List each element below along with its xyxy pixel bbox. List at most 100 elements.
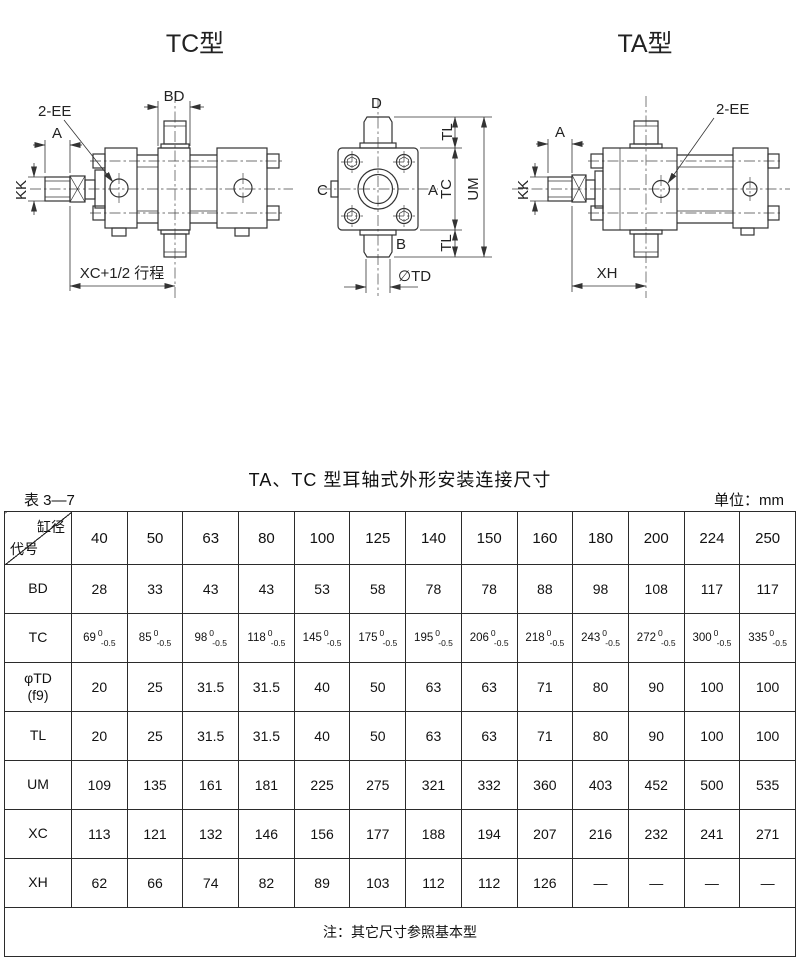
table-cell: 121 bbox=[126, 809, 184, 859]
table-cell: 50 bbox=[349, 711, 407, 761]
end-label-a: A bbox=[428, 182, 438, 199]
tc-front-head bbox=[92, 147, 138, 237]
table-number: 表 3—7 bbox=[24, 492, 75, 509]
end-view-trunnion-pins bbox=[359, 116, 397, 258]
end-view: D B C A TL TC TL UM bbox=[317, 95, 492, 296]
ta-view-title: TA型 bbox=[617, 30, 672, 58]
table-cell: 89 bbox=[293, 858, 351, 908]
table-cell: 40 bbox=[293, 711, 351, 761]
table-cell: 232 bbox=[627, 809, 685, 859]
table-cell: 63 bbox=[405, 662, 462, 712]
table-cell: 31.5 bbox=[238, 662, 295, 712]
technical-drawings: TC型 bbox=[13, 30, 790, 298]
table-cell: 112 bbox=[405, 858, 462, 908]
note-row: 注：其它尺寸参照基本型 bbox=[4, 907, 796, 957]
table-cell: 31.5 bbox=[238, 711, 295, 761]
row-header: φTD(f9) bbox=[4, 662, 72, 712]
table-cell: 271 bbox=[739, 809, 796, 859]
corner-label-code: 代号 bbox=[10, 541, 38, 557]
ta-label-kk: KK bbox=[515, 180, 532, 200]
end-label-c: C bbox=[317, 182, 328, 199]
table-cell: 78 bbox=[460, 564, 518, 614]
bore-column-header: 150 bbox=[460, 511, 518, 565]
table-cell: 63 bbox=[405, 711, 462, 761]
table-cell: 43 bbox=[238, 564, 295, 614]
table-cell: 181 bbox=[238, 760, 295, 810]
corner-label-bore: 缸径 bbox=[37, 519, 65, 535]
table-cell: 194 bbox=[460, 809, 518, 859]
row-header: TC bbox=[4, 613, 72, 663]
table-cell: — bbox=[627, 858, 685, 908]
tc-dimensions: 2-EE BD A KK XC+1/2 行程 bbox=[13, 88, 204, 291]
table-cell: 80 bbox=[572, 662, 629, 712]
ta-tube bbox=[677, 154, 733, 224]
table-cell: 161 bbox=[182, 760, 240, 810]
table-cell: 117 bbox=[683, 564, 741, 614]
ta-rod-thread bbox=[547, 174, 596, 203]
table-cell: — bbox=[739, 858, 796, 908]
bore-column-header: 63 bbox=[182, 511, 240, 565]
bore-column-header: 180 bbox=[572, 511, 629, 565]
table-cell: 207 bbox=[516, 809, 574, 859]
ta-label-2ee: 2-EE bbox=[716, 101, 749, 118]
table-cell: 28 bbox=[71, 564, 128, 614]
end-label-tl-bottom: TL bbox=[438, 234, 455, 252]
bore-column-header: 125 bbox=[349, 511, 407, 565]
table-cell: 20 bbox=[71, 711, 128, 761]
unit-label: 单位：mm bbox=[714, 492, 784, 509]
table-cell: 225 bbox=[293, 760, 351, 810]
table-cell: 90 bbox=[627, 662, 685, 712]
bore-column-header: 40 bbox=[71, 511, 128, 565]
end-view-port-boss bbox=[330, 180, 339, 198]
table-cell: 360 bbox=[516, 760, 574, 810]
ta-head-block bbox=[590, 120, 678, 258]
table-cell: 177 bbox=[349, 809, 407, 859]
table-cell: 43 bbox=[182, 564, 240, 614]
ta-rear-head bbox=[732, 147, 780, 236]
ta-label-xh: XH bbox=[597, 265, 618, 282]
table-cell: 98 bbox=[572, 564, 629, 614]
bore-column-header: 100 bbox=[293, 511, 351, 565]
table-cell: 71 bbox=[516, 662, 574, 712]
tc-label-kk: KK bbox=[13, 180, 30, 200]
table-cell: 53 bbox=[293, 564, 351, 614]
table-cell: 40 bbox=[293, 662, 351, 712]
tc-view-title: TC型 bbox=[166, 30, 224, 58]
table-cell: 66 bbox=[126, 858, 184, 908]
table-cell: 117 bbox=[739, 564, 796, 614]
tc-side-view: TC型 bbox=[13, 30, 293, 298]
bore-column-header: 200 bbox=[627, 511, 685, 565]
table-cell: 132 bbox=[182, 809, 240, 859]
table-cell: 20 bbox=[71, 662, 128, 712]
table-cell: 500 bbox=[683, 760, 741, 810]
table-cell: 33 bbox=[126, 564, 184, 614]
table-cell: 275 bbox=[349, 760, 407, 810]
tc-label-a: A bbox=[52, 125, 62, 142]
table-cell: 82 bbox=[238, 858, 295, 908]
table-cell: 90 bbox=[627, 711, 685, 761]
bore-column-header: 160 bbox=[516, 511, 574, 565]
table-cell: 100 bbox=[739, 711, 796, 761]
table-cell: 100 bbox=[683, 711, 741, 761]
row-header: TL bbox=[4, 711, 72, 761]
bore-column-header: 250 bbox=[739, 511, 796, 565]
end-view-bolt-holes bbox=[341, 151, 415, 227]
tc-rear-head bbox=[216, 147, 280, 237]
row-header: UM bbox=[4, 760, 72, 810]
end-label-b: B bbox=[396, 236, 406, 253]
